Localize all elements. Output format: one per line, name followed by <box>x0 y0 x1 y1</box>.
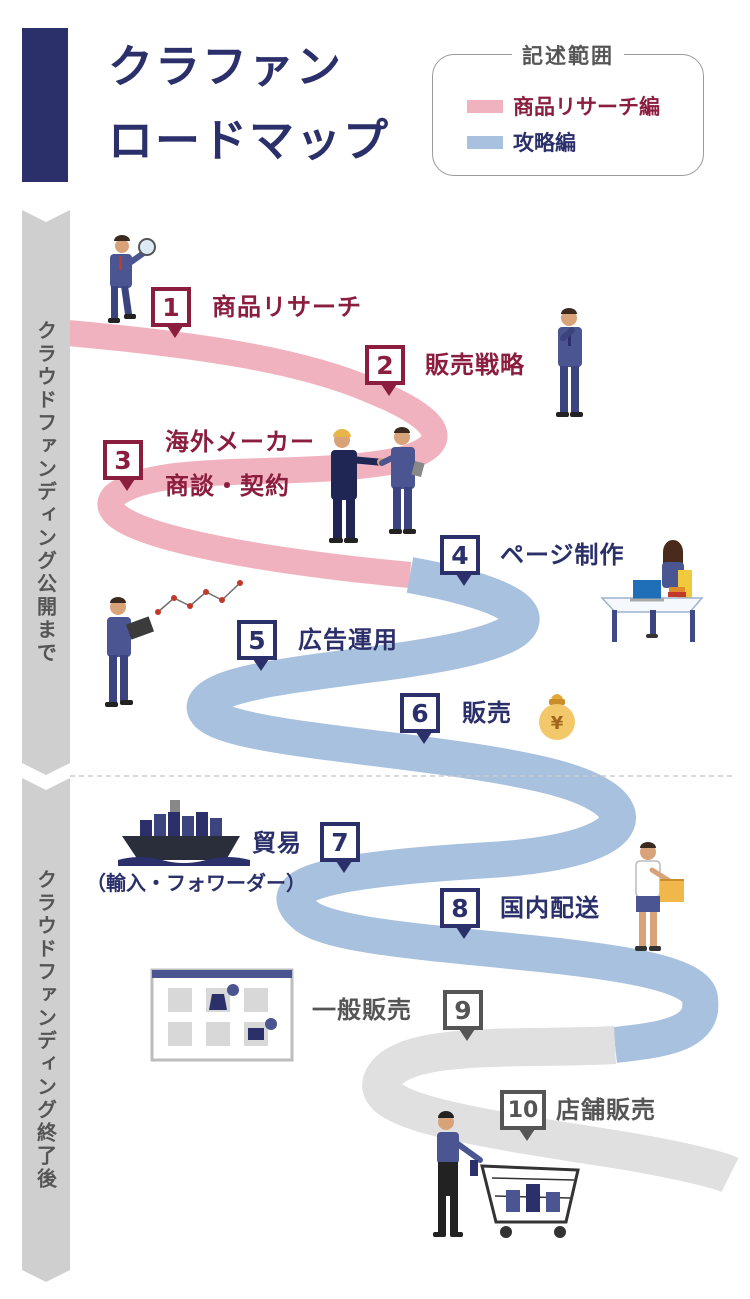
page-title-line1: クラファン <box>108 40 344 93</box>
phase-before-launch: クラウドファンディング公開まで <box>22 210 70 775</box>
step-label-7: 貿易 <box>252 829 302 857</box>
step-label-6: 販売 <box>462 699 512 727</box>
handshake-icon <box>329 427 425 543</box>
step-label-5: 広告運用 <box>298 626 398 654</box>
step-number: 1 <box>151 287 191 327</box>
legend-item-research: 商品リサーチ編 <box>467 91 660 121</box>
legend-item-strategy: 攻略編 <box>467 127 576 157</box>
delivery-man-box-icon <box>635 842 684 951</box>
legend: 記述範囲 商品リサーチ編 攻略編 <box>432 40 704 176</box>
step-label-3: 海外メーカー 商談・契約 <box>165 420 315 508</box>
title-bar <box>22 28 68 182</box>
phase-label: クラウドファンディング公開まで <box>33 320 58 665</box>
step-label-1: 商品リサーチ <box>212 293 362 321</box>
legend-label: 攻略編 <box>513 131 576 155</box>
laptop-desk-woman-icon <box>600 540 704 642</box>
step-label-3-line2: 商談・契約 <box>165 472 290 500</box>
thinking-businessman-icon <box>556 308 583 417</box>
step-label-2: 販売戦略 <box>425 351 525 379</box>
step-number: 7 <box>320 822 360 862</box>
step-number: 2 <box>365 345 405 385</box>
page-title-line2: ロードマップ <box>108 114 391 167</box>
step-number: 8 <box>440 888 480 928</box>
phase-label: クラウドファンディング終了後 <box>33 869 58 1191</box>
step-label-8: 国内配送 <box>500 894 600 922</box>
laptop-trend-chart-icon <box>105 580 243 707</box>
legend-label: 商品リサーチ編 <box>513 95 660 119</box>
legend-swatch-blue <box>467 135 503 149</box>
cargo-ship-icon <box>118 800 250 866</box>
online-store-window-icon <box>150 968 294 1062</box>
phase-after-campaign: クラウドファンディング終了後 <box>22 778 70 1282</box>
step-label-10: 店舗販売 <box>556 1096 656 1124</box>
yen-money-bag-icon: ¥ <box>539 694 575 740</box>
step-number: 6 <box>400 693 440 733</box>
step-number: 4 <box>440 535 480 575</box>
road-segment-strategy <box>186 557 719 1063</box>
svg-text:¥: ¥ <box>551 713 564 734</box>
legend-swatch-pink <box>467 99 503 113</box>
step-label-9: 一般販売 <box>312 996 412 1024</box>
step-label-4: ページ制作 <box>500 541 625 569</box>
step-number: 3 <box>103 440 143 480</box>
step-sublabel-7: （輸入・フォワーダー） <box>86 871 306 895</box>
magnifier-businessman-icon <box>108 235 156 323</box>
step-label-3-line1: 海外メーカー <box>165 428 315 456</box>
legend-title: 記述範囲 <box>512 40 624 70</box>
step-number: 10 <box>500 1090 546 1130</box>
step-number: 5 <box>237 620 277 660</box>
road-segment-out-of-scope <box>362 1026 739 1193</box>
road-segment-research <box>66 320 448 588</box>
step-number: 9 <box>443 990 483 1030</box>
shopping-cart-woman-icon <box>433 1111 580 1238</box>
